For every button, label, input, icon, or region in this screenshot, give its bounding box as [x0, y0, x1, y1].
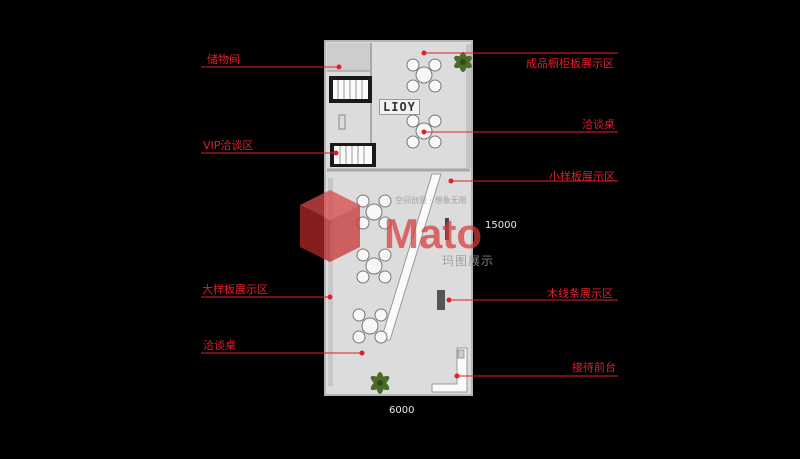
watermark-cube-icon — [300, 190, 360, 262]
label-cabinet-display: 成品橱柜板展示区 — [526, 57, 614, 70]
label-vip: VIP洽谈区 — [203, 139, 254, 152]
label-wood-strip: 木线条展示区 — [547, 287, 613, 300]
label-storage: 储物间 — [207, 53, 240, 66]
small-table — [338, 114, 346, 130]
leader-dots — [327, 50, 460, 379]
meeting-table-lower-2 — [356, 248, 392, 284]
wood-strip-rack-2 — [437, 290, 445, 310]
label-reception: 接待前台 — [572, 361, 616, 374]
large-sample-wall — [328, 178, 333, 386]
dimension-length: 15000 — [485, 220, 517, 231]
label-small-sample: 小样板展示区 — [549, 170, 615, 183]
wood-strip-rack-1 — [445, 218, 449, 240]
storage-room — [327, 43, 371, 71]
watermark-brand: Mato — [384, 210, 482, 257]
plant-bottom-icon — [370, 372, 390, 394]
leader-lines — [201, 52, 618, 377]
meeting-table-lower-3 — [352, 308, 388, 344]
watermark-chinese: 玛图展示 — [442, 254, 495, 268]
meeting-table-lower-1 — [356, 194, 392, 230]
label-large-sample: 大样板展示区 — [202, 283, 268, 296]
name-plate: LIOY — [379, 99, 420, 115]
dimension-width: 6000 — [389, 405, 415, 416]
diagonal-display-wall — [380, 173, 442, 341]
plant-top-right-icon — [454, 52, 472, 72]
reception-chair — [457, 349, 465, 359]
label-meeting-right: 洽谈桌 — [582, 118, 615, 131]
sofa-upper — [329, 76, 372, 103]
label-meeting-left: 洽谈桌 — [203, 339, 236, 352]
cabinet-display-wall — [466, 44, 471, 168]
watermark-tagline: 空间创意 · 想象无限 — [395, 196, 467, 205]
meeting-table-upper-1 — [406, 58, 442, 93]
sofa-lower — [330, 143, 376, 167]
reception-desk — [431, 347, 468, 393]
